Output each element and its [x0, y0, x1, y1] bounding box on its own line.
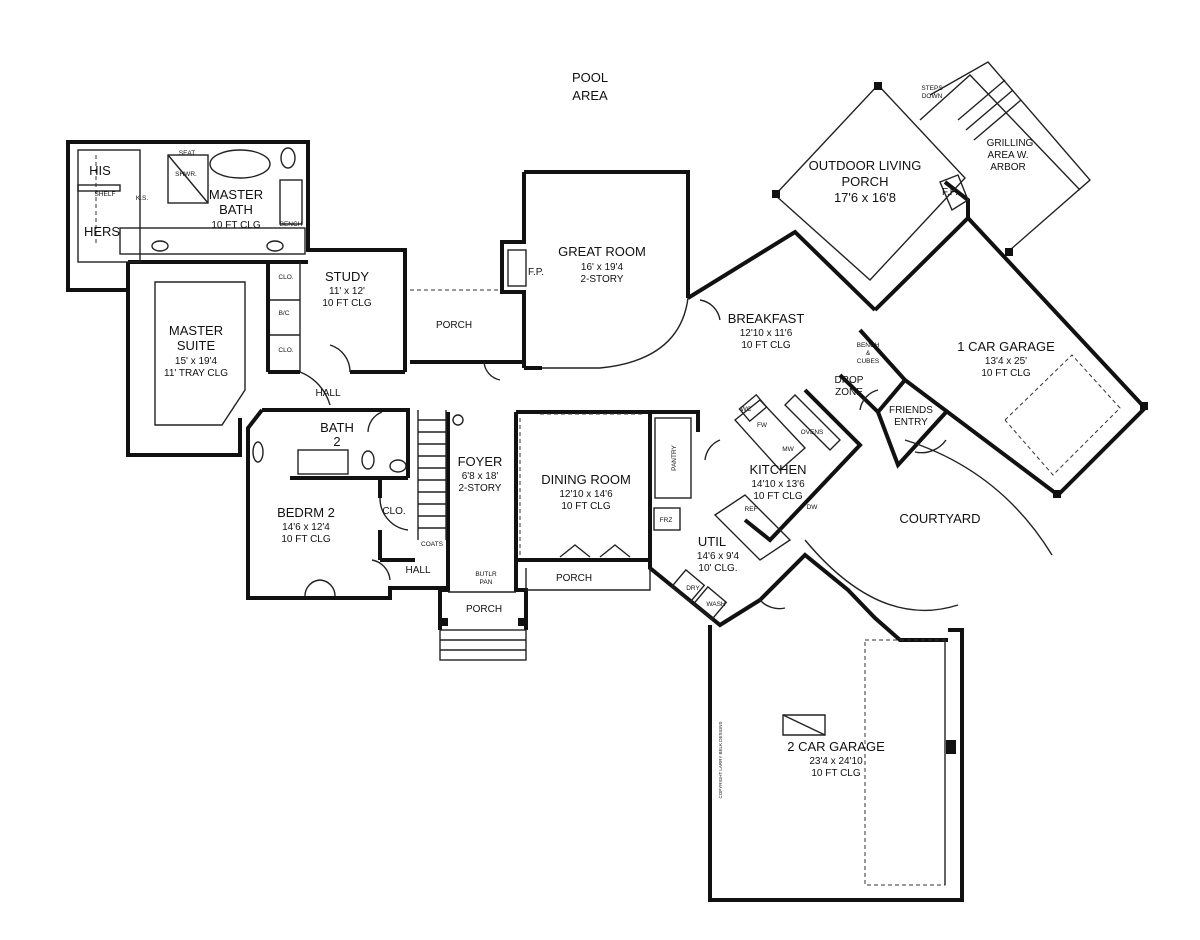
study-closet-1-label: CLO.	[278, 274, 293, 281]
front-porch-label: PORCH	[466, 604, 502, 615]
drop-zone-label-1: DROP	[835, 375, 864, 386]
bench-master-bath-label: BENCH	[280, 221, 303, 228]
one-car-garage-dims: 13'4 x 25'	[985, 356, 1027, 367]
two-car-garage-ceiling: 10 FT CLG	[811, 768, 860, 779]
dryer-label: DRY	[686, 585, 700, 592]
rear-porch-label: PORCH	[436, 320, 472, 331]
microwave-label: MW	[782, 446, 794, 453]
courtyard-label: COURTYARD	[899, 511, 980, 526]
butler-pantry-label-2: PAN	[480, 579, 493, 586]
washer-label: WASH	[706, 601, 726, 608]
dishwasher-label: DW	[807, 504, 819, 511]
foyer-ceiling: 2-STORY	[459, 483, 502, 494]
bedroom2-label: BEDRM 2	[277, 505, 335, 520]
fixtures	[77, 61, 1121, 886]
refrigerator-label: REF	[745, 506, 758, 513]
bc-label: B/C	[279, 310, 290, 317]
foyer-label: FOYER	[458, 454, 503, 469]
dining-room-ceiling: 10 FT CLG	[561, 501, 610, 512]
hall2-label: HALL	[405, 565, 430, 576]
master-bath-label-2: BATH	[219, 202, 253, 217]
walls	[66, 140, 1148, 902]
one-car-garage-ceiling: 10 FT CLG	[981, 368, 1030, 379]
grilling-label-1: GRILLING	[987, 138, 1034, 149]
master-suite-ceiling: 11' TRAY CLG	[164, 368, 228, 379]
columns	[440, 82, 1148, 754]
kitchen-dims: 14'10 x 13'6	[751, 479, 805, 490]
pantry-label: PANTRY	[671, 444, 678, 470]
one-car-garage-label: 1 CAR GARAGE	[957, 339, 1055, 354]
fw-label: FW	[757, 422, 768, 429]
ks-label: K.S.	[136, 195, 148, 202]
utility-dims: 14'6 x 9'4	[697, 551, 740, 562]
drop-zone-label-2: ZONE	[835, 387, 863, 398]
pool-area-label-1: POOL	[572, 70, 608, 85]
bath2-label-2: 2	[333, 434, 340, 449]
foyer-dims: 6'8 x 18'	[462, 471, 499, 482]
dining-room-dims: 12'10 x 14'6	[559, 489, 613, 500]
two-car-garage-dims: 23'4 x 24'10	[809, 756, 863, 767]
wine-cooler-label: WC	[741, 406, 752, 413]
ovens-label: OVENS	[801, 429, 824, 436]
breakfast-dims: 12'10 x 11'6	[740, 328, 793, 339]
study-label: STUDY	[325, 269, 369, 284]
bedroom2-dims: 14'6 x 12'4	[282, 522, 330, 533]
utility-label: UTIL	[698, 534, 726, 549]
steps-down-label-1: STEPS	[921, 85, 943, 92]
bedroom2-closet-label: CLO.	[382, 506, 405, 517]
great-room-dims: 16' x 19'4	[581, 262, 624, 273]
study-ceiling: 10 FT CLG	[322, 298, 371, 309]
great-room-ceiling: 2-STORY	[581, 274, 624, 285]
dining-room-label: DINING ROOM	[541, 472, 631, 487]
stairs	[417, 410, 464, 540]
steps-down-label-2: DOWN	[922, 93, 943, 100]
bedroom2-ceiling: 10 FT CLG	[281, 534, 330, 545]
friends-entry-label-1: FRIENDS	[889, 405, 933, 416]
doors	[299, 299, 947, 610]
fireplace-great-room-label: F.P.	[528, 267, 544, 278]
friends-entry-label-2: ENTRY	[894, 417, 928, 428]
coats-closet-label: COATS	[421, 541, 444, 548]
pool-area-label-2: AREA	[572, 88, 608, 103]
outdoor-living-label-2: PORCH	[842, 174, 889, 189]
hall-label: HALL	[315, 388, 340, 399]
master-bath-label-3: 10 FT CLG	[211, 220, 260, 231]
bench-cubes-label-3: CUBES	[857, 358, 880, 365]
grilling-label-2: AREA W.	[987, 150, 1028, 161]
freezer-label: FRZ	[660, 517, 673, 524]
utility-ceiling: 10' CLG.	[698, 563, 737, 574]
kitchen-label: KITCHEN	[749, 462, 806, 477]
bench-cubes-label-1: BENCH	[857, 342, 880, 349]
study-closet-2-label: CLO.	[278, 347, 293, 354]
his-closet-label: HIS	[89, 163, 111, 178]
outdoor-living-label-1: OUTDOOR LIVING	[809, 158, 922, 173]
master-suite-label-1: MASTER	[169, 323, 223, 338]
shelf-label: SHELF	[95, 191, 116, 198]
room-labels: POOL AREA HIS HERS SHELF K.S. SEAT SHWR.…	[84, 70, 1055, 799]
bench-cubes-label-2: &	[866, 350, 871, 357]
copyright-text: COPYRIGHT LARRY BELK DESIGNS	[718, 721, 723, 798]
master-suite-label-2: SUITE	[177, 338, 216, 353]
shower-label: SHWR.	[175, 171, 197, 178]
kitchen-ceiling: 10 FT CLG	[753, 491, 802, 502]
bath2-label-1: BATH	[320, 420, 354, 435]
butler-pantry-label-1: BUTLR	[475, 571, 497, 578]
seat-label: SEAT	[179, 150, 196, 157]
hers-closet-label: HERS	[84, 224, 120, 239]
fireplace-outdoor-label: F.P.	[942, 187, 958, 198]
two-car-garage-label: 2 CAR GARAGE	[787, 739, 885, 754]
breakfast-label: BREAKFAST	[728, 311, 805, 326]
grilling-label-3: ARBOR	[990, 162, 1026, 173]
master-bath-label-1: MASTER	[209, 187, 263, 202]
master-suite-dims: 15' x 19'4	[175, 356, 218, 367]
study-dims: 11' x 12'	[329, 286, 365, 297]
breakfast-ceiling: 10 FT CLG	[741, 340, 790, 351]
great-room-label: GREAT ROOM	[558, 244, 646, 259]
dining-porch-label: PORCH	[556, 573, 592, 584]
outdoor-living-dims: 17'6 x 16'8	[834, 190, 896, 205]
